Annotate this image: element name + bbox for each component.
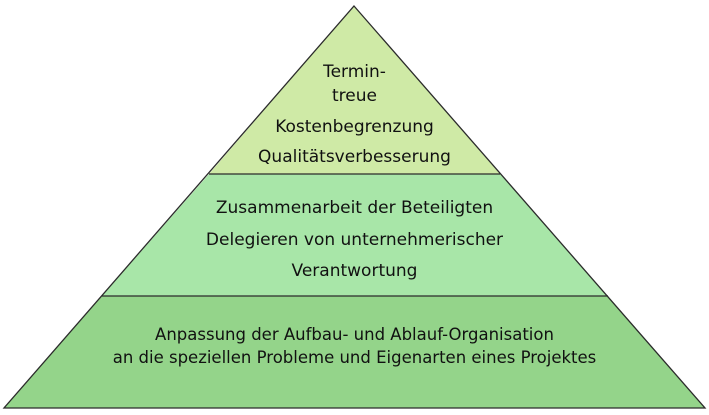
top-tier-line-4: Qualitätsverbesserung bbox=[258, 147, 451, 167]
pyramid-tier-middle bbox=[102, 174, 608, 296]
top-tier-line-2: treue bbox=[332, 86, 377, 106]
pyramid-outline bbox=[2, 5, 707, 409]
middle-tier-line-3: Verantwortung bbox=[291, 261, 418, 281]
top-tier-line-3: Kostenbegrenzung bbox=[275, 117, 434, 137]
top-tier-line-1: Termin- bbox=[323, 62, 386, 82]
bottom-tier-line-2: an die speziellen Probleme und Eigenarte… bbox=[112, 348, 597, 367]
middle-tier-line-1: Zusammenarbeit der Beteiligten bbox=[215, 198, 494, 218]
pyramid-tier-bottom bbox=[4, 296, 705, 408]
middle-tier-line-2: Delegieren von unternehmerischer bbox=[205, 230, 504, 250]
bottom-tier-line-1: Anpassung der Aufbau- und Ablauf-Organis… bbox=[155, 325, 554, 344]
pyramid-tier-top bbox=[209, 6, 500, 174]
